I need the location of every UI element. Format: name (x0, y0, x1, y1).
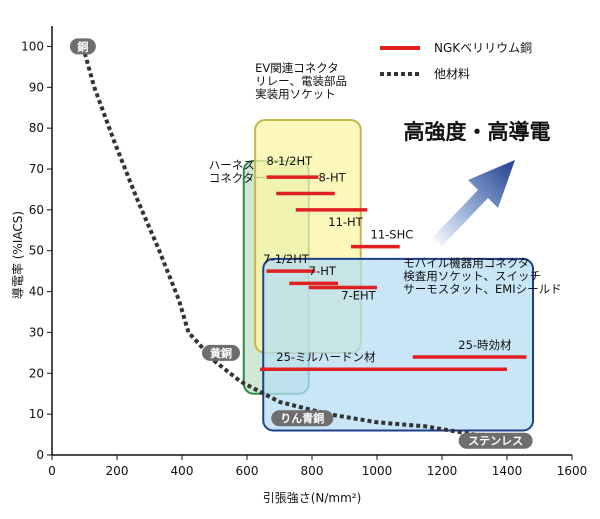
y-tick-label: 60 (29, 203, 44, 217)
material-label: 黄銅 (210, 346, 232, 360)
series-label: 8-1/2HT (267, 154, 314, 168)
material-pill (202, 344, 240, 361)
x-tick-label: 400 (171, 464, 194, 478)
x-tick-label: 1400 (492, 464, 523, 478)
material-pill (458, 432, 533, 449)
region-box (262, 257, 534, 432)
y-tick-label: 90 (29, 80, 44, 94)
legend: NGKベリリウム銅 他材料 (380, 41, 532, 81)
annotation-text: 高強度・高導電 (404, 120, 551, 144)
y-tick-label: 100 (21, 39, 44, 53)
series-label: 7-HT (309, 264, 337, 278)
y-tick-label: 30 (29, 325, 44, 339)
series-label: 11-HT (328, 215, 363, 229)
curve-layer (80, 45, 514, 441)
material-label: 銅 (77, 39, 88, 53)
legend-label: 他材料 (434, 67, 470, 81)
series-label: 7-1/2HT (263, 252, 310, 266)
y-axis-label: 導電率 (%IACS) (10, 211, 25, 299)
x-axis-label: 引張強さ(N/mm²) (263, 491, 362, 505)
x-tick-label: 1200 (427, 464, 458, 478)
x-tick-label: 1600 (557, 464, 588, 478)
y-tick-label: 50 (29, 244, 44, 258)
region-label: EV関連コネクタリレー、電装部品実装用ソケット (255, 61, 347, 101)
legend-label: NGKベリリウム銅 (434, 41, 532, 55)
y-tick-label: 70 (29, 162, 44, 176)
series-label: 8-HT (319, 170, 347, 184)
y-tick-label: 40 (29, 285, 44, 299)
y-tick-label: 0 (36, 448, 44, 462)
y-tick-label: 20 (29, 366, 44, 380)
other-material-curve (80, 45, 514, 441)
x-tick-label: 1000 (362, 464, 393, 478)
material-label: りん青銅 (280, 411, 324, 425)
x-tick-label: 200 (106, 464, 129, 478)
material-label: ステンレス (468, 435, 523, 448)
x-tick-label: 600 (236, 464, 259, 478)
series-label: 25-ミルハードン材 (276, 350, 376, 364)
ticks: 0 200 400 600 800 1000 1200 1400 1600 0 10 20 30 40 50… (21, 39, 587, 478)
material-pill (271, 410, 334, 427)
y-tick-label: 80 (29, 121, 44, 135)
y-tick-label: 10 (29, 407, 44, 421)
region-label: モバイル機器用コネクタ検査用ソケット、スイッチサーモスタット、EMIシールド (403, 256, 561, 296)
x-tick-label: 0 (48, 464, 56, 478)
material-pill (69, 38, 96, 55)
region-label: ハーネスコネクター (209, 158, 266, 185)
series-label: 7-EHT (341, 289, 376, 303)
series-label: 11-SHC (371, 227, 414, 241)
series-label: 25-時効材 (458, 338, 512, 352)
x-tick-label: 800 (301, 464, 324, 478)
region-layer: ハーネスコネクター EV関連コネクタリレー、電装部品実装用ソケットモバイル機器用コ… (209, 61, 562, 432)
strength-conductivity-arrow (432, 160, 515, 246)
